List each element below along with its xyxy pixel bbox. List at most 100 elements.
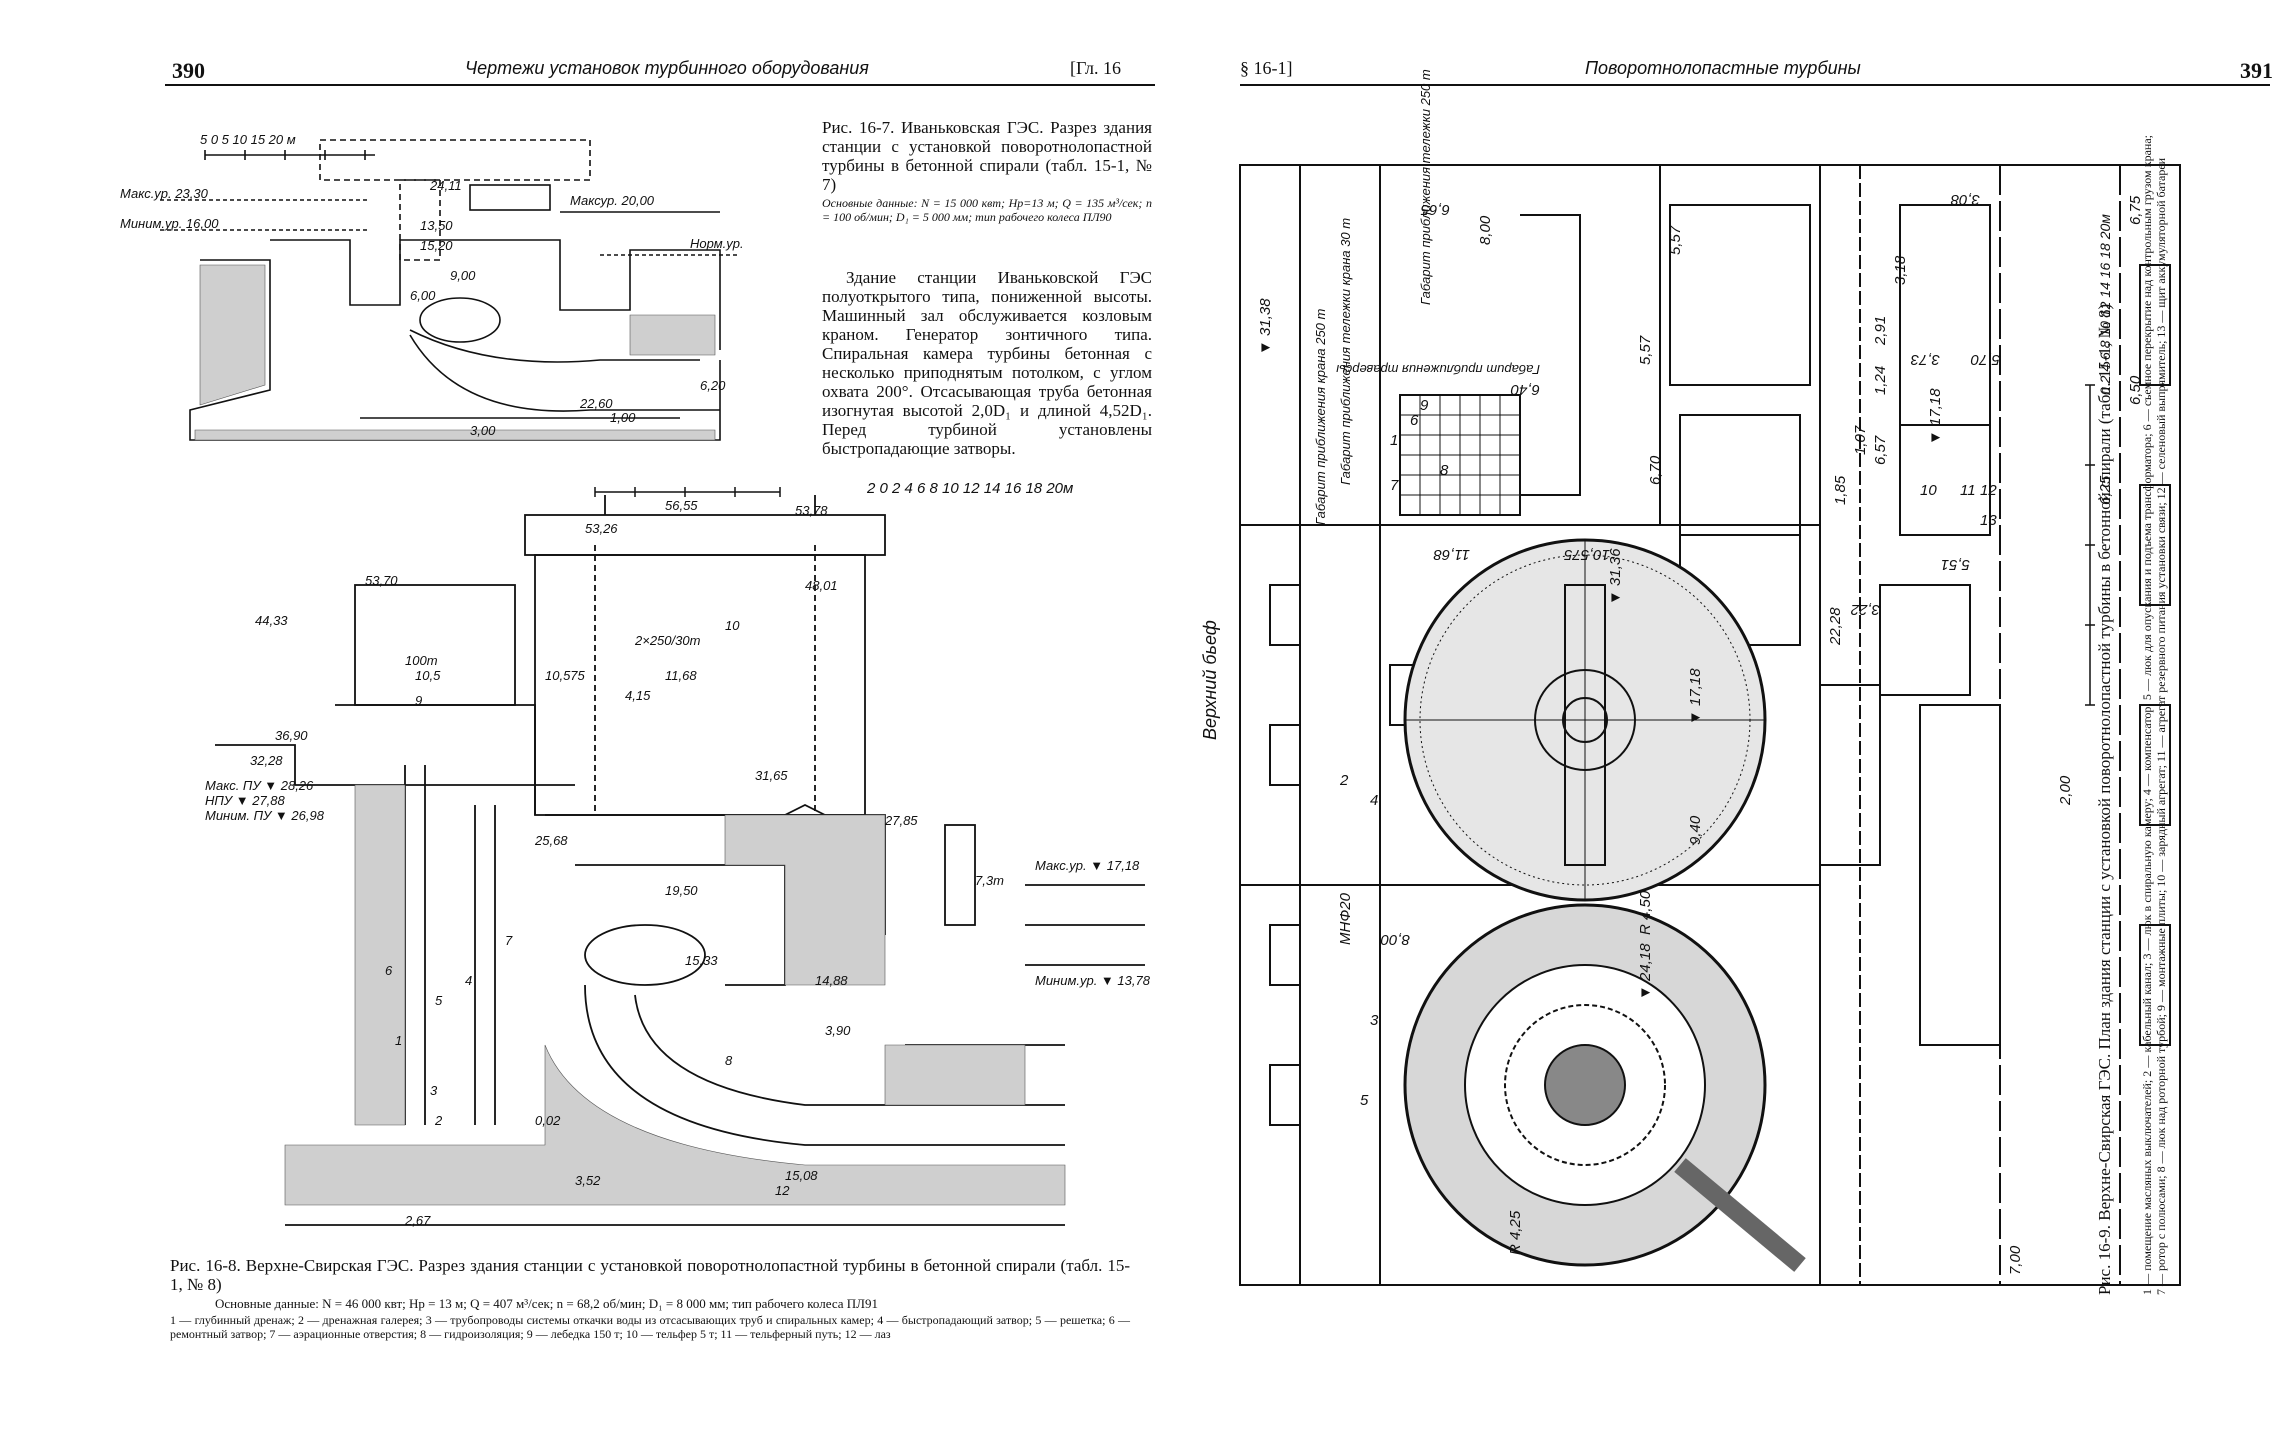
fig9-n8: 8	[1440, 462, 1449, 479]
fig8-n6: 6	[385, 963, 393, 978]
fig8-el-5326: 53,26	[585, 521, 618, 536]
fig9-n5: 5	[1360, 1092, 1369, 1109]
fig8-scale-label: 2 0 2 4 6 8 10 12 14 16 18 20м	[866, 480, 1073, 497]
fig8-el-1508: 15,08	[785, 1168, 818, 1183]
fig9-n7: 7	[1390, 477, 1399, 494]
fig7-el-2411: 24,11	[429, 178, 462, 193]
fig9-gab4: Габарит приближения траверсы	[1336, 362, 1540, 377]
fig9-n4: 4	[1370, 792, 1378, 809]
fig8-max-tail: Макс.ур. ▼ 17,18	[1035, 858, 1140, 873]
fig8-crane: 2×250/30т	[634, 633, 701, 648]
fig7-label-min-level: Миним.ур. 16,00	[120, 216, 219, 231]
fig8-dim-415: 4,15	[625, 688, 651, 703]
fig8-n8: 8	[725, 1053, 733, 1068]
fig9-n3: 3	[1370, 1012, 1379, 1029]
right-running-title: Поворотнолопастные турбины	[1585, 58, 1861, 78]
fig8-el-2568: 25,68	[534, 833, 568, 848]
chapter-ref: [Гл. 16	[1070, 58, 1122, 78]
fig8-n9: 9	[415, 693, 422, 708]
fig9-dim-318: 3,18	[1892, 255, 1909, 285]
fig9-n10: 10	[1920, 482, 1937, 499]
fig8-n2: 2	[434, 1113, 443, 1128]
fig9-scale-label: 0 2 4 6 8 10 12 14 16 18 20м	[2097, 214, 2113, 395]
fig7-el-1350: 13,50	[420, 218, 453, 233]
fig8-dim-1168: 11,68	[665, 668, 697, 683]
fig8-el-2785: 27,85	[884, 813, 918, 828]
fig8-el-3228: 32,28	[250, 753, 283, 768]
fig8-el-1533: 15,33	[685, 953, 718, 968]
fig9-gab2: Габарит приближения тележки крана 30 т	[1338, 218, 1353, 485]
fig8-el-267: 2,67	[404, 1213, 431, 1228]
fig9-dim-291: 2,91	[1872, 316, 1889, 346]
fig9-el-3136: ▼ 31,36	[1607, 548, 1624, 605]
fig9-n2: 2	[1339, 772, 1349, 789]
fig9-dim-124: 1,24	[1872, 366, 1889, 395]
fig8-el-3690: 36,90	[275, 728, 308, 743]
fig9-r-425: R 4,25	[1507, 1210, 1524, 1255]
fig9-n11: 11	[1960, 482, 1976, 499]
fig8-n3: 3	[430, 1083, 438, 1098]
fig8-n12: 12	[775, 1183, 790, 1198]
fig-16-8-drawing: 2 0 2 4 6 8 10 12 14 16 18 20м 56,55 53,…	[205, 480, 1151, 1228]
right-page-number: 391	[2240, 58, 2273, 83]
fig9-dim-185: 1,85	[1832, 475, 1849, 505]
fig9-dim-200: 2,00	[2057, 775, 2074, 806]
fig9-gab3: Габарит приближения тележки 250 т	[1418, 69, 1433, 305]
fig8-npu: НПУ ▼ 27,88	[205, 793, 286, 808]
fig9-n1: 1	[1390, 432, 1398, 449]
fig8-n5: 5	[435, 993, 443, 1008]
fig8-el-5378: 53,78	[795, 503, 828, 518]
fig8-max-nu: Макс. ПУ ▼ 28,26	[205, 778, 314, 793]
fig9-gab1: Габарит приближения крана 250 т	[1313, 308, 1328, 525]
fig9-dim-670: 6,70	[1647, 455, 1664, 485]
fig9-dim-2228: 22,28	[1827, 607, 1844, 646]
fig8-el-1488: 14,88	[815, 973, 848, 988]
fig9-dim-557b: 5,57	[1637, 335, 1654, 365]
left-page-number: 390	[172, 58, 205, 83]
fig9-dim-10575: 10,575	[1563, 546, 1610, 563]
fig9-dim-107: 1,07	[1852, 425, 1869, 455]
fig8-n7: 7	[505, 933, 513, 948]
fig7-el-1520: 15,20	[420, 238, 453, 253]
fig8-el-4801: 48,01	[805, 578, 838, 593]
fig8-el-002: 0,02	[535, 1113, 561, 1128]
fig9-dim-308: 3,08	[1950, 191, 1980, 208]
fig-16-7-basic-data: Основные данные: N = 15 000 квт; Hр=13 м…	[822, 196, 1152, 224]
fig9-n6: 6	[1410, 412, 1419, 429]
fig8-el-3165: 31,65	[755, 768, 788, 783]
fig9-mnf20: МНФ20	[1337, 892, 1354, 945]
fig8-n10: 10	[725, 618, 740, 633]
fig-16-9-legend: 1 — помещение масляных выключателей; 2 —…	[2140, 135, 2168, 1295]
fig8-el-5655: 56,55	[665, 498, 698, 513]
fig9-r-450: R 4,50	[1637, 890, 1654, 935]
fig7-scale-label: 5 0 5 10 15 20 м	[200, 132, 296, 147]
fig8-min-tail: Миним.ур. ▼ 13,78	[1035, 973, 1151, 988]
fig7-el-300: 3,00	[470, 423, 496, 438]
fig-16-7-description: Здание станции Иваньковской ГЭС полуоткр…	[822, 268, 1152, 458]
fig9-dim-570: 5,70	[1970, 351, 2000, 368]
fig9-dim-675: 6,75	[2127, 195, 2144, 225]
fig9-dim-800b: 8,00	[1380, 931, 1410, 948]
header-rule	[165, 84, 1155, 86]
fig7-el-100: 1,00	[610, 410, 636, 425]
fig7-el-620: 6,20	[700, 378, 726, 393]
fig8-n4: 4	[465, 973, 472, 988]
fig-16-9-caption: Рис. 16-9. Верхне-Свирская ГЭС. План зда…	[2095, 303, 2114, 1295]
section-ref: § 16-1]	[1240, 58, 1293, 78]
fig-16-8-legend: 1 — глубинный дренаж; 2 — дренажная гале…	[170, 1313, 1130, 1341]
fig8-el-5370: 53,70	[365, 573, 398, 588]
fig8-el-73m: 7,3т	[975, 873, 1004, 888]
fig9-n12: 12	[1980, 482, 1997, 499]
fig9-dim-373: 3,73	[1910, 351, 1940, 368]
fig9-dim-800: 8,00	[1477, 215, 1494, 245]
fig8-el-100m: 100т	[405, 653, 438, 668]
fig8-el-1950: 19,50	[665, 883, 698, 898]
fig-16-9-drawing: ▼ 31,38 ▼ 31,36 ▼ 17,18 ▼ 24,18 ▼ 17,18 …	[1239, 69, 2181, 1286]
fig9-n13: 13	[1980, 512, 1997, 529]
fig7-label-max-level: Макс.ур. 23,30	[120, 186, 209, 201]
fig7-el-900: 9,00	[450, 268, 476, 283]
fig8-el-352: 3,52	[575, 1173, 601, 1188]
fig7-label-norm: Норм.ур.	[690, 236, 744, 251]
fig9-dim-557a: 5,57	[1667, 225, 1684, 255]
fig-16-8-basic-data: Основные данные: N = 46 000 квт; Hр = 13…	[215, 1296, 878, 1311]
